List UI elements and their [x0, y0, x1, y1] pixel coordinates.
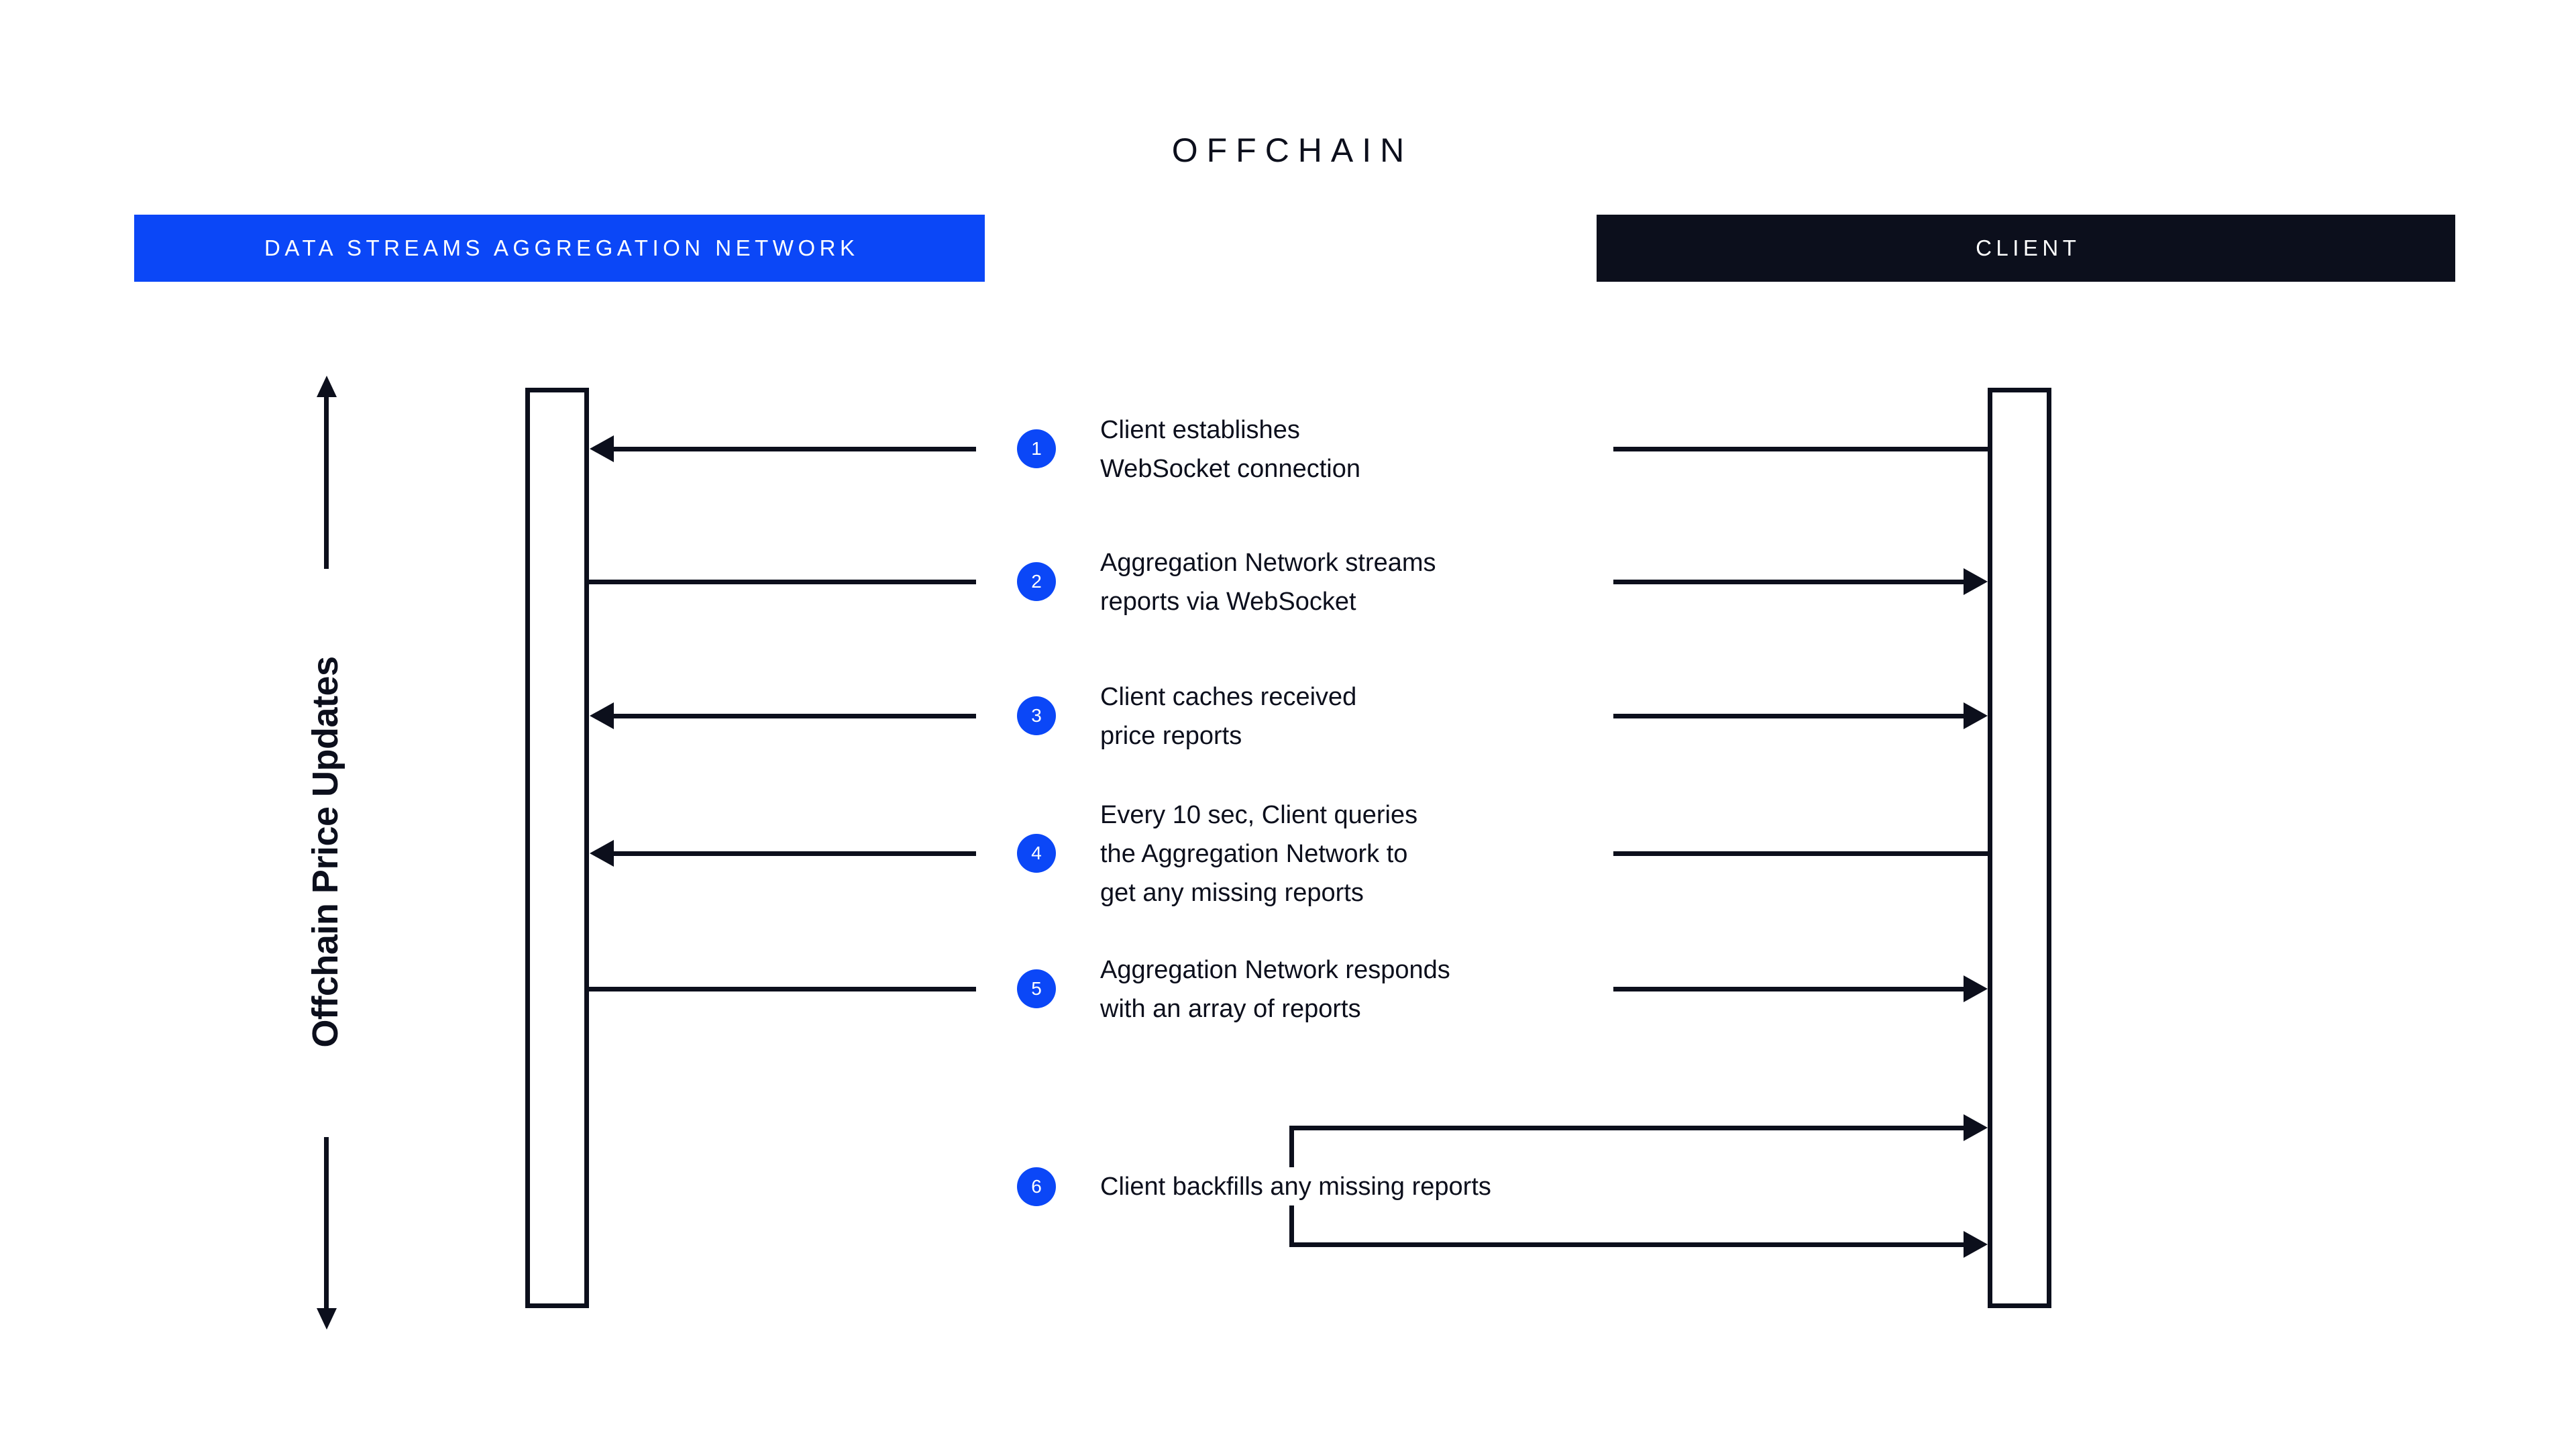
message-stub-6-lower — [1289, 1205, 1294, 1247]
axis-line-upper — [324, 396, 329, 569]
lane-header-client-label: CLIENT — [1976, 235, 2081, 260]
step-badge-1: 1 — [1017, 429, 1056, 468]
message-line-5-right — [1613, 987, 1965, 991]
message-line-5-left — [588, 987, 976, 991]
lane-header-aggregation-label: DATA STREAMS AGGREGATION NETWORK — [264, 235, 859, 260]
message-line-6-lower — [1289, 1242, 1965, 1247]
step-badge-3: 3 — [1017, 696, 1056, 735]
step-badge-1-number: 1 — [1031, 438, 1042, 459]
step-badge-6-number: 6 — [1031, 1176, 1042, 1197]
down-arrow-icon — [317, 1308, 337, 1330]
message-line-1-right — [1613, 447, 1989, 451]
message-line-6-upper — [1289, 1126, 1965, 1130]
lane-header-client: CLIENT — [1597, 215, 2455, 282]
arrowhead-2-right — [1964, 568, 1988, 595]
step-text-6: Client backfills any missing reports — [1100, 1173, 1491, 1201]
up-arrow-icon — [317, 376, 337, 397]
offchain-price-updates-axis: Offchain Price Updates — [282, 376, 369, 1330]
lifeline-client — [1988, 388, 2051, 1308]
axis-line-lower — [324, 1137, 329, 1310]
offchain-price-updates-label: Offchain Price Updates — [305, 656, 345, 1048]
message-line-4-left — [614, 851, 976, 856]
lifeline-aggregation-network — [525, 388, 589, 1308]
step-badge-6: 6 — [1017, 1167, 1056, 1206]
message-line-1-left — [614, 447, 976, 451]
arrowhead-6-lower — [1964, 1231, 1988, 1258]
message-line-3-right — [1613, 714, 1965, 718]
message-line-3-left — [614, 714, 976, 718]
step-text-4: Every 10 sec, Client queries the Aggrega… — [1100, 801, 1418, 907]
arrowhead-4-left — [590, 840, 614, 867]
message-stub-6-upper — [1289, 1126, 1294, 1167]
step-text-2: Aggregation Network streams reports via … — [1100, 549, 1436, 616]
step-badge-4-number: 4 — [1031, 843, 1042, 863]
step-badge-2: 2 — [1017, 562, 1056, 601]
message-line-2-left — [588, 580, 976, 584]
step-badge-4: 4 — [1017, 834, 1056, 873]
arrowhead-5-right — [1964, 975, 1988, 1002]
arrowhead-3-right — [1964, 702, 1988, 729]
arrowhead-1-left — [590, 435, 614, 462]
step-badge-5: 5 — [1017, 969, 1056, 1008]
lane-header-aggregation-network: DATA STREAMS AGGREGATION NETWORK — [134, 215, 985, 282]
step-text-3: Client caches received price reports — [1100, 683, 1357, 750]
step-text-5: Aggregation Network responds with an arr… — [1100, 956, 1450, 1023]
step-badge-3-number: 3 — [1031, 705, 1042, 726]
arrowhead-6-upper — [1964, 1114, 1988, 1141]
message-line-4-right — [1613, 851, 1989, 856]
step-badge-5-number: 5 — [1031, 978, 1042, 999]
step-text-1: Client establishes WebSocket connection — [1100, 416, 1360, 483]
arrowhead-3-left — [590, 702, 614, 729]
message-line-2-right — [1613, 580, 1965, 584]
step-badge-2-number: 2 — [1031, 571, 1042, 592]
diagram-title: OFFCHAIN — [1171, 131, 1413, 169]
